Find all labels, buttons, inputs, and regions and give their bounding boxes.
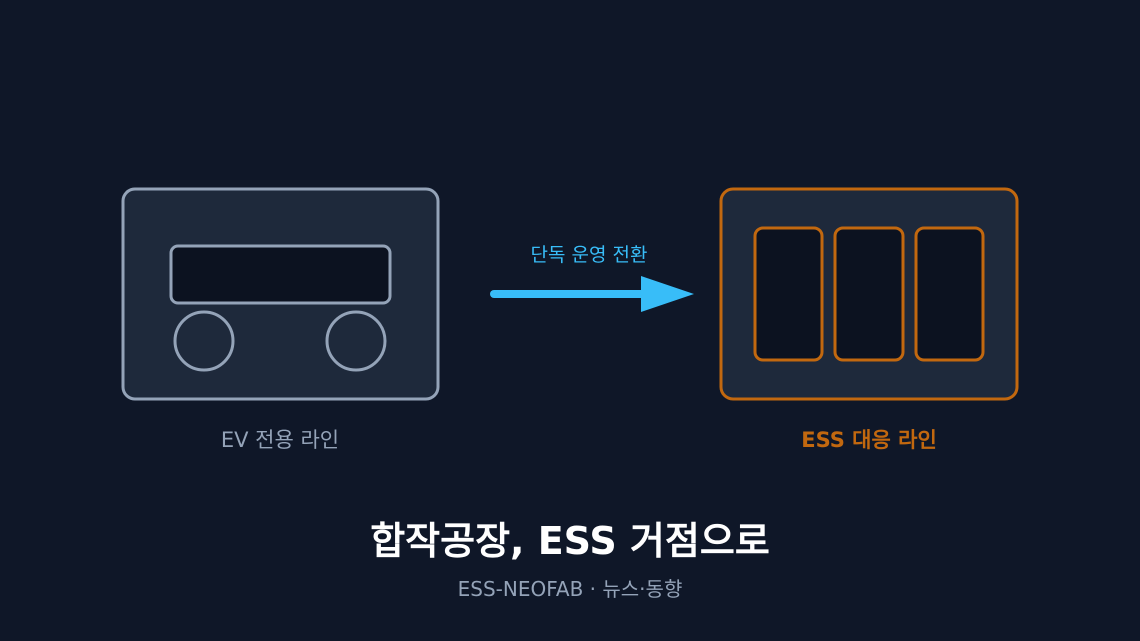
ess-module-1	[753, 226, 824, 362]
transition-label: 단독 운영 전환	[530, 244, 648, 266]
ess-module-2	[833, 226, 905, 362]
ev-line-wheel-left	[173, 310, 235, 372]
ess-module-3	[914, 226, 985, 362]
ev-line-display	[169, 244, 392, 305]
ess-battery-rack-icon	[719, 187, 1019, 401]
ev-line-label: EV 전용 라인	[220, 428, 340, 452]
arrow-right-icon	[490, 276, 694, 312]
headline-subtitle: ESS-NEOFAB · 뉴스·동향	[457, 577, 683, 601]
ev-line-machine-icon	[121, 187, 440, 401]
headline-title: 합작공장, ESS 거점으로	[370, 519, 770, 563]
ev-line-wheel-right	[325, 310, 387, 372]
ess-line-label: ESS 대응 라인	[801, 428, 937, 452]
